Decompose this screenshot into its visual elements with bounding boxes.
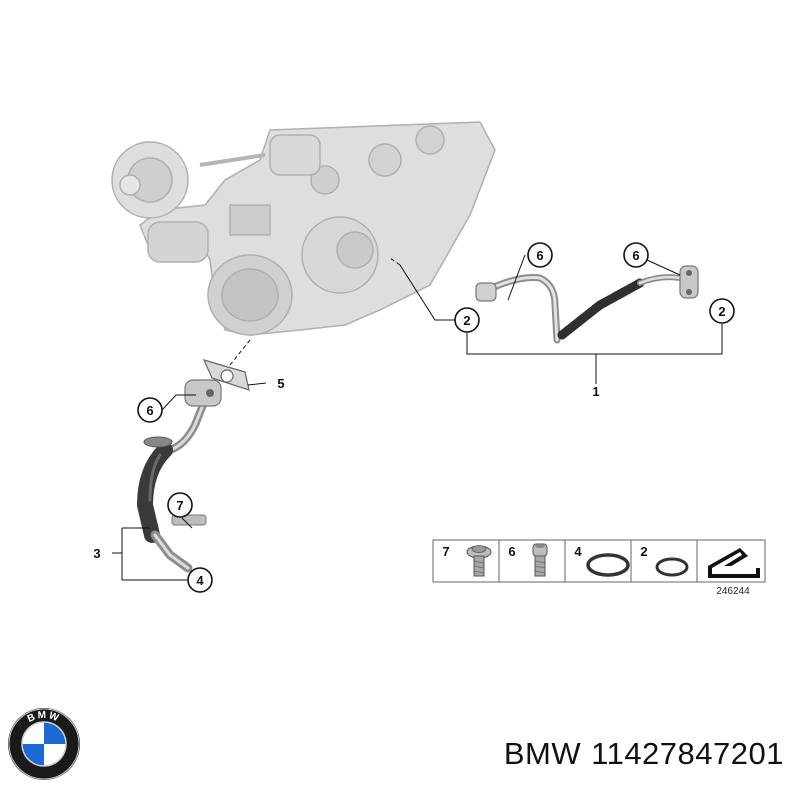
svg-text:3: 3 (93, 546, 100, 561)
brand-part-caption: BMW 11427847201 (494, 736, 784, 772)
legend-item-7: 7 (442, 544, 492, 577)
svg-text:BMW: BMW (26, 710, 62, 725)
svg-text:6: 6 (146, 403, 153, 418)
svg-text:2: 2 (718, 304, 725, 319)
callout-6-pipe1-right: 6 (623, 242, 649, 268)
svg-text:6: 6 (632, 248, 639, 263)
svg-text:2: 2 (463, 313, 470, 328)
gasket-5 (202, 359, 250, 391)
svg-text:1: 1 (592, 384, 599, 399)
callouts: 2 6 6 2 1 5 6 7 3 (93, 242, 735, 593)
o-ring-large-icon (586, 553, 630, 577)
legend-item-arrow (698, 541, 764, 581)
brand-footer: BMW BMW 11427847201 (0, 700, 800, 790)
callout-6-pipe1-left: 6 (527, 242, 553, 268)
o-ring-small-icon (655, 557, 689, 577)
turbocharger-illustration (111, 121, 496, 336)
svg-text:7: 7 (176, 498, 183, 513)
svg-text:5: 5 (277, 376, 284, 391)
callout-4: 4 (187, 567, 213, 593)
socket-head-bolt-icon (532, 543, 548, 577)
arrow-placeholder-icon (698, 541, 764, 581)
brand-name: BMW (503, 736, 582, 771)
parts-legend: 7 6 4 2 (432, 539, 766, 597)
callout-2-left: 2 (454, 307, 480, 333)
callout-3: 3 (93, 546, 100, 561)
collar-bolt-icon (466, 545, 492, 577)
svg-text:6: 6 (536, 248, 543, 263)
diagram-reference-number: 246244 (716, 586, 750, 597)
callout-1: 1 (592, 384, 599, 399)
legend-item-4: 4 (574, 544, 630, 577)
callout-6-pipe3: 6 (137, 397, 163, 423)
callout-2-right: 2 (709, 298, 735, 324)
part-number: 11427847201 (591, 736, 784, 771)
svg-text:7: 7 (442, 544, 449, 559)
callout-7: 7 (167, 492, 193, 518)
bmw-logo-icon: BMW (8, 708, 80, 780)
coolant-pipe-1 (475, 265, 699, 344)
coolant-pipe-3 (136, 379, 222, 573)
svg-text:2: 2 (640, 544, 647, 559)
legend-item-2: 2 (640, 544, 689, 577)
callout-5: 5 (277, 376, 284, 391)
svg-text:4: 4 (574, 544, 582, 559)
legend-item-6: 6 (508, 543, 548, 577)
leader-lines (112, 254, 723, 581)
svg-text:6: 6 (508, 544, 515, 559)
svg-text:4: 4 (196, 573, 204, 588)
